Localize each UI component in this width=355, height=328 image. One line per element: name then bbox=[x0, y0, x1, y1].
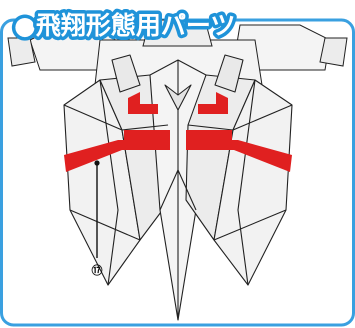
red-highlight-marks bbox=[64, 92, 292, 172]
title-label: 飛翔形態用パーツ bbox=[36, 11, 236, 40]
wing-parts bbox=[63, 54, 293, 321]
callout-leader bbox=[94, 160, 100, 258]
title-bullet: ● bbox=[14, 11, 36, 40]
part-number-label: ⑰ bbox=[92, 263, 103, 277]
section-title: ●飛翔形態用パーツ bbox=[14, 11, 235, 40]
